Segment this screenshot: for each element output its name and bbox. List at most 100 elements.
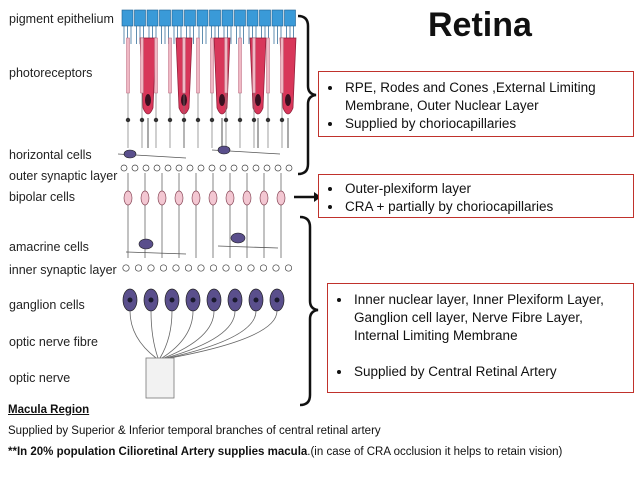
nerve-fibre	[167, 310, 257, 359]
rod-nucleus	[125, 117, 131, 123]
label-amacrine-cells: amacrine cells	[9, 240, 89, 254]
box1-line2: Membrane, Outer Nuclear Layer	[345, 98, 539, 113]
outer-synapse	[230, 164, 238, 172]
label-pigment-epithelium: pigment epithelium	[9, 12, 114, 26]
box-outer-plexiform: Outer-plexiform layer CRA + partially by…	[318, 174, 634, 218]
rod-cell	[154, 37, 158, 94]
retina-diagram	[118, 9, 297, 399]
cone-nucleus	[255, 94, 261, 106]
box2-line1: Outer-plexiform layer	[343, 180, 633, 198]
amacrine-process	[217, 245, 279, 249]
rod-cell	[280, 37, 284, 94]
inner-synapse	[147, 264, 155, 272]
bipolar-cell	[208, 190, 218, 206]
rod-cell	[238, 37, 242, 94]
arrow-middle	[294, 192, 321, 202]
box3-line3: Internal Limiting Membrane	[354, 328, 518, 343]
inner-synapse	[159, 264, 168, 272]
page-title: Retina	[428, 6, 532, 44]
box-inner-retina: Inner nuclear layer, Inner Plexiform Lay…	[327, 283, 634, 393]
pigment-cell	[121, 9, 134, 27]
inner-synapse	[172, 264, 180, 272]
box1-line1: RPE, Rodes and Cones ,External Limiting	[345, 80, 596, 95]
inner-synapse	[184, 264, 193, 272]
nerve-fibre	[169, 310, 278, 359]
rod-cell	[196, 37, 200, 94]
outer-synapse	[274, 164, 282, 172]
pigment-cell	[271, 9, 284, 27]
ganglion-nucleus	[232, 297, 238, 303]
ganglion-nucleus	[148, 297, 154, 303]
pigment-cell	[134, 9, 146, 27]
amacrine-cell	[230, 232, 246, 244]
bipolar-cell-row	[123, 173, 286, 258]
pigment-cell	[184, 9, 196, 27]
horizontal-cell-row	[118, 145, 281, 159]
box-outer-retina: RPE, Rodes and Cones ,External LimitingM…	[318, 71, 634, 137]
pigment-cell	[234, 9, 246, 27]
pigment-cell	[221, 9, 234, 27]
rod-nucleus	[223, 117, 229, 123]
cone-cell	[139, 37, 157, 115]
outer-synapse	[197, 164, 205, 172]
inner-synapse	[284, 264, 293, 272]
box3-line1: Inner nuclear layer, Inner Plexiform Lay…	[354, 292, 604, 307]
pigment-cell	[246, 9, 259, 27]
label-inner-synaptic-layer: inner synaptic layer	[9, 263, 117, 277]
rod-nucleus	[279, 117, 285, 123]
amacrine-cell-row	[125, 232, 279, 255]
inner-synapse	[234, 264, 243, 272]
rod-cell	[168, 37, 172, 94]
inner-synapse	[122, 264, 130, 272]
outer-synapse	[285, 164, 293, 172]
ganglion-nucleus	[169, 297, 175, 303]
bipolar-cell	[174, 190, 184, 206]
rod-nucleus	[153, 117, 159, 123]
cone-nucleus	[145, 94, 151, 106]
macula-note-rest: .(in case of CRA occlusion it helps to r…	[307, 446, 563, 458]
rod-nucleus	[251, 117, 257, 123]
outer-synapse	[252, 164, 260, 172]
box1-line3: Supplied by choriocapillaries	[343, 115, 633, 133]
bipolar-cell	[157, 190, 167, 206]
rod-cell	[182, 37, 186, 94]
macula-supply-line: Supplied by Superior & Inferior temporal…	[8, 425, 381, 437]
label-ganglion-cells: ganglion cells	[9, 298, 85, 312]
box3-line2: Ganglion cell layer, Nerve Fibre Layer,	[354, 310, 583, 325]
cone-nucleus	[219, 94, 225, 106]
outer-synapse	[263, 164, 271, 172]
cone-nucleus	[285, 94, 291, 106]
ganglion-nucleus	[253, 297, 259, 303]
rod-cell	[224, 37, 228, 94]
outer-synapse	[208, 164, 216, 172]
amacrine-cell	[138, 238, 154, 250]
layer-labels: pigment epithelium photoreceptors horizo…	[0, 0, 125, 400]
inner-synapse	[222, 264, 230, 272]
inner-synapse	[134, 264, 143, 272]
outer-synapse	[131, 164, 139, 172]
inner-synapse	[209, 264, 218, 272]
rod-nucleus	[167, 117, 173, 123]
outer-synapse	[241, 164, 249, 172]
ganglion-cell-row	[122, 288, 285, 312]
rod-cell	[252, 37, 256, 94]
inner-synapse	[272, 264, 280, 272]
rod-nucleus	[265, 117, 271, 123]
bipolar-cell	[242, 190, 252, 206]
box2-line2: CRA + partially by choriocapillaries	[343, 198, 633, 216]
outer-synapse	[164, 164, 172, 172]
ganglion-nucleus	[274, 297, 280, 303]
amacrine-process	[125, 251, 187, 255]
nerve-fibre	[150, 310, 159, 359]
ganglion-nucleus	[190, 297, 196, 303]
bipolar-cell	[140, 190, 150, 206]
pigment-cell	[196, 9, 209, 27]
bracket-top	[297, 14, 317, 176]
macula-heading: Macula Region	[8, 404, 90, 416]
label-bipolar-cells: bipolar cells	[9, 190, 76, 204]
rod-nucleus	[237, 117, 243, 123]
outer-synapse	[175, 164, 183, 172]
pigment-cell	[159, 9, 171, 27]
rod-nucleus	[181, 117, 187, 123]
outer-synapse	[219, 164, 227, 172]
